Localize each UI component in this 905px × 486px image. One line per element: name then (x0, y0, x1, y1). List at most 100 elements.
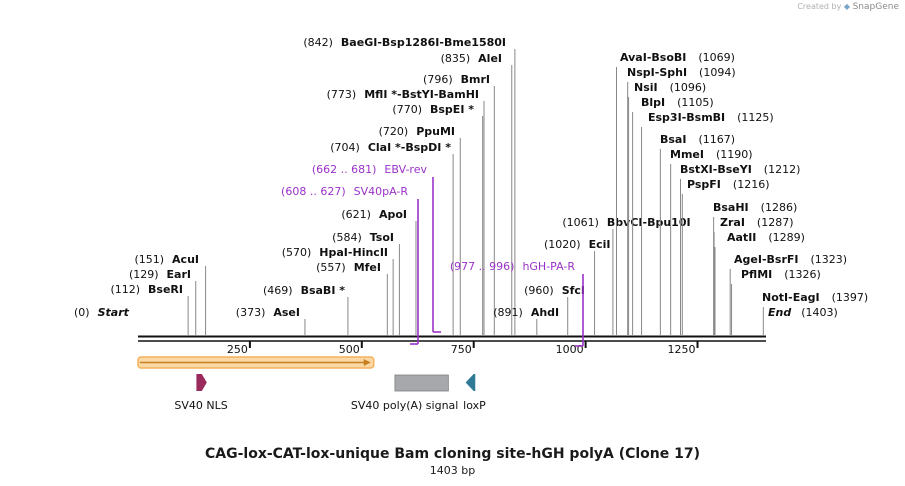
enzyme-name: EagI (793, 291, 820, 304)
primer-name: hGH-PA-R (522, 260, 575, 273)
enzyme-name: AvaI (620, 51, 647, 64)
enzyme-site-r11: AatII(1289) (727, 231, 805, 244)
enzyme-pos-label: (151) (134, 253, 164, 266)
enzyme-name: AgeI (734, 253, 762, 266)
enzyme-site-4: (469)BsaBI * (263, 284, 345, 297)
enzyme-name: ZraI (720, 216, 745, 229)
enzyme-site-17: (960)SfcI (524, 284, 585, 297)
ruler-tick-label: 500 (339, 343, 360, 356)
primer-sv40pa-r: SV40pA-R (608 .. 627) (281, 185, 419, 345)
enzyme-separator: - (788, 291, 793, 304)
enzyme-name: HpaI (319, 246, 348, 259)
sequence-length-label: 1403 bp (429, 464, 476, 477)
enzyme-separator: - (647, 51, 652, 64)
enzyme-pos-label: (796) (423, 73, 453, 86)
enzyme-name: BlpI (641, 96, 665, 109)
enzyme-name: BsaBI * (301, 284, 346, 297)
enzyme-pos-label: (1020) (544, 238, 581, 251)
enzyme-pos-label: (835) (441, 52, 471, 65)
enzyme-site-r8: PspFI (1216) (687, 178, 769, 191)
enzyme-pos-label: (1289) (768, 231, 805, 244)
enzyme-name: TsoI (370, 231, 394, 244)
snapgene-credit: Created by ◆ SnapGene (797, 2, 899, 12)
enzyme-pos-label: (704) (330, 141, 360, 154)
enzyme-site-16: (891) AhdI (493, 306, 559, 319)
enzyme-site-r10: ZraI (1287) (720, 216, 794, 229)
enzyme-pos-label: (720) (379, 125, 409, 138)
primer-range-label: (662 .. 681) (312, 163, 377, 176)
enzyme-name: ApoI (379, 208, 407, 221)
enzyme-separator: - (377, 36, 382, 49)
enzyme-site-12: (773)MflI * - BstYI - BamHI (327, 88, 479, 101)
enzyme-name: PpuMI (416, 125, 455, 138)
primer-range-label: (977 .. 996) (450, 260, 515, 273)
enzyme-pos-label: (891) (493, 306, 523, 319)
enzyme-name: BseRI (148, 283, 183, 296)
enzyme-site-r13: PflMI(1326) (741, 268, 821, 281)
enzyme-pos-label: (1069) (698, 51, 735, 64)
enzyme-pos-label: (1216) (733, 178, 770, 191)
enzyme-name: SphI (659, 66, 687, 79)
enzyme-name: BmrI (461, 73, 490, 86)
ruler-tick-label: 1250 (668, 343, 696, 356)
enzyme-pos-label: (1094) (699, 66, 736, 79)
enzyme-separator: - (401, 141, 406, 154)
enzyme-site-3: (373)AseI (236, 306, 300, 319)
end-label: End (768, 306, 791, 319)
enzyme-separator: - (762, 253, 767, 266)
enzyme-site-10: (720) PpuMI (379, 125, 455, 138)
enzyme-site-7: (584)TsoI (332, 231, 394, 244)
primer-name: SV40pA-R (354, 185, 409, 198)
enzyme-site-13: (796) BmrI (423, 73, 490, 86)
enzyme-site-5: (557)MfeI (316, 261, 381, 274)
enzyme-separator: - (439, 36, 444, 49)
enzyme-pos-label: (1125) (737, 111, 774, 124)
enzyme-separator: - (643, 216, 648, 229)
primer-range-label: (608 .. 627) (281, 185, 346, 198)
end-pos-label: (1403) (801, 306, 838, 319)
ruler-tick-label: 750 (451, 343, 472, 356)
enzyme-name: PspFI (687, 178, 721, 191)
enzyme-site-r1: NspI - SphI (1094) (627, 66, 736, 79)
enzyme-name: Bpu10I (647, 216, 691, 229)
enzyme-site-18: (1020)EciI (544, 238, 610, 251)
snapgene-logo-icon: ◆ (843, 2, 851, 11)
enzyme-site-19: (1061)BbvCI - Bpu10I (562, 216, 690, 229)
sv40-polya-label: SV40 poly(A) signal (351, 399, 458, 412)
enzyme-site-14: (835) AleI (441, 52, 502, 65)
ruler-tick-label: 1000 (556, 343, 584, 356)
enzyme-pos-label: (1096) (670, 81, 707, 94)
enzyme-separator: - (655, 66, 660, 79)
enzyme-pos-label: (1190) (716, 148, 753, 161)
loxp-arrow (465, 374, 476, 391)
enzyme-site-r2: NsiI(1096) (634, 81, 706, 94)
enzyme-pos-label: (1286) (761, 201, 798, 214)
enzyme-name: ClaI * (368, 141, 401, 154)
credit-brand: SnapGene (852, 2, 899, 12)
enzyme-name: BbvCI (607, 216, 643, 229)
enzyme-pos-label: (570) (282, 246, 312, 259)
enzyme-pos-label: (1323) (811, 253, 848, 266)
enzyme-name: AcuI (172, 253, 199, 266)
enzyme-site-15: (842)BaeGI - Bsp1286I - Bme1580I (303, 36, 506, 49)
enzyme-name: BstYI (402, 88, 434, 101)
enzyme-name: Bsp1286I (382, 36, 440, 49)
enzyme-pos-label: (112) (110, 283, 140, 296)
enzyme-pos-label: (129) (129, 268, 159, 281)
enzyme-name: BsrFI (767, 253, 799, 266)
primer-hgh-pa-r: hGH-PA-R (977 .. 996) (450, 260, 584, 347)
enzyme-name: AhdI (531, 306, 559, 319)
primer-ebv-rev: EBV-rev(662 .. 681) (312, 163, 441, 333)
enzyme-name: BsoBI (651, 51, 686, 64)
enzyme-pos-label: (1287) (757, 216, 794, 229)
enzyme-site-r9: BsaHI (1286) (713, 201, 797, 214)
enzyme-site-r6: MmeI(1190) (670, 148, 753, 161)
enzyme-site-8: (621)ApoI (341, 208, 407, 221)
enzyme-name: NspI (627, 66, 655, 79)
enzyme-separator: - (682, 111, 687, 124)
enzyme-name: BsaHI (713, 201, 749, 214)
map-title: CAG-lox-CAT-lox-unique Bam cloning site-… (204, 446, 701, 462)
enzyme-name: BamHI (438, 88, 479, 101)
enzyme-name: AleI (478, 52, 502, 65)
enzyme-name: Bme1580I (444, 36, 506, 49)
